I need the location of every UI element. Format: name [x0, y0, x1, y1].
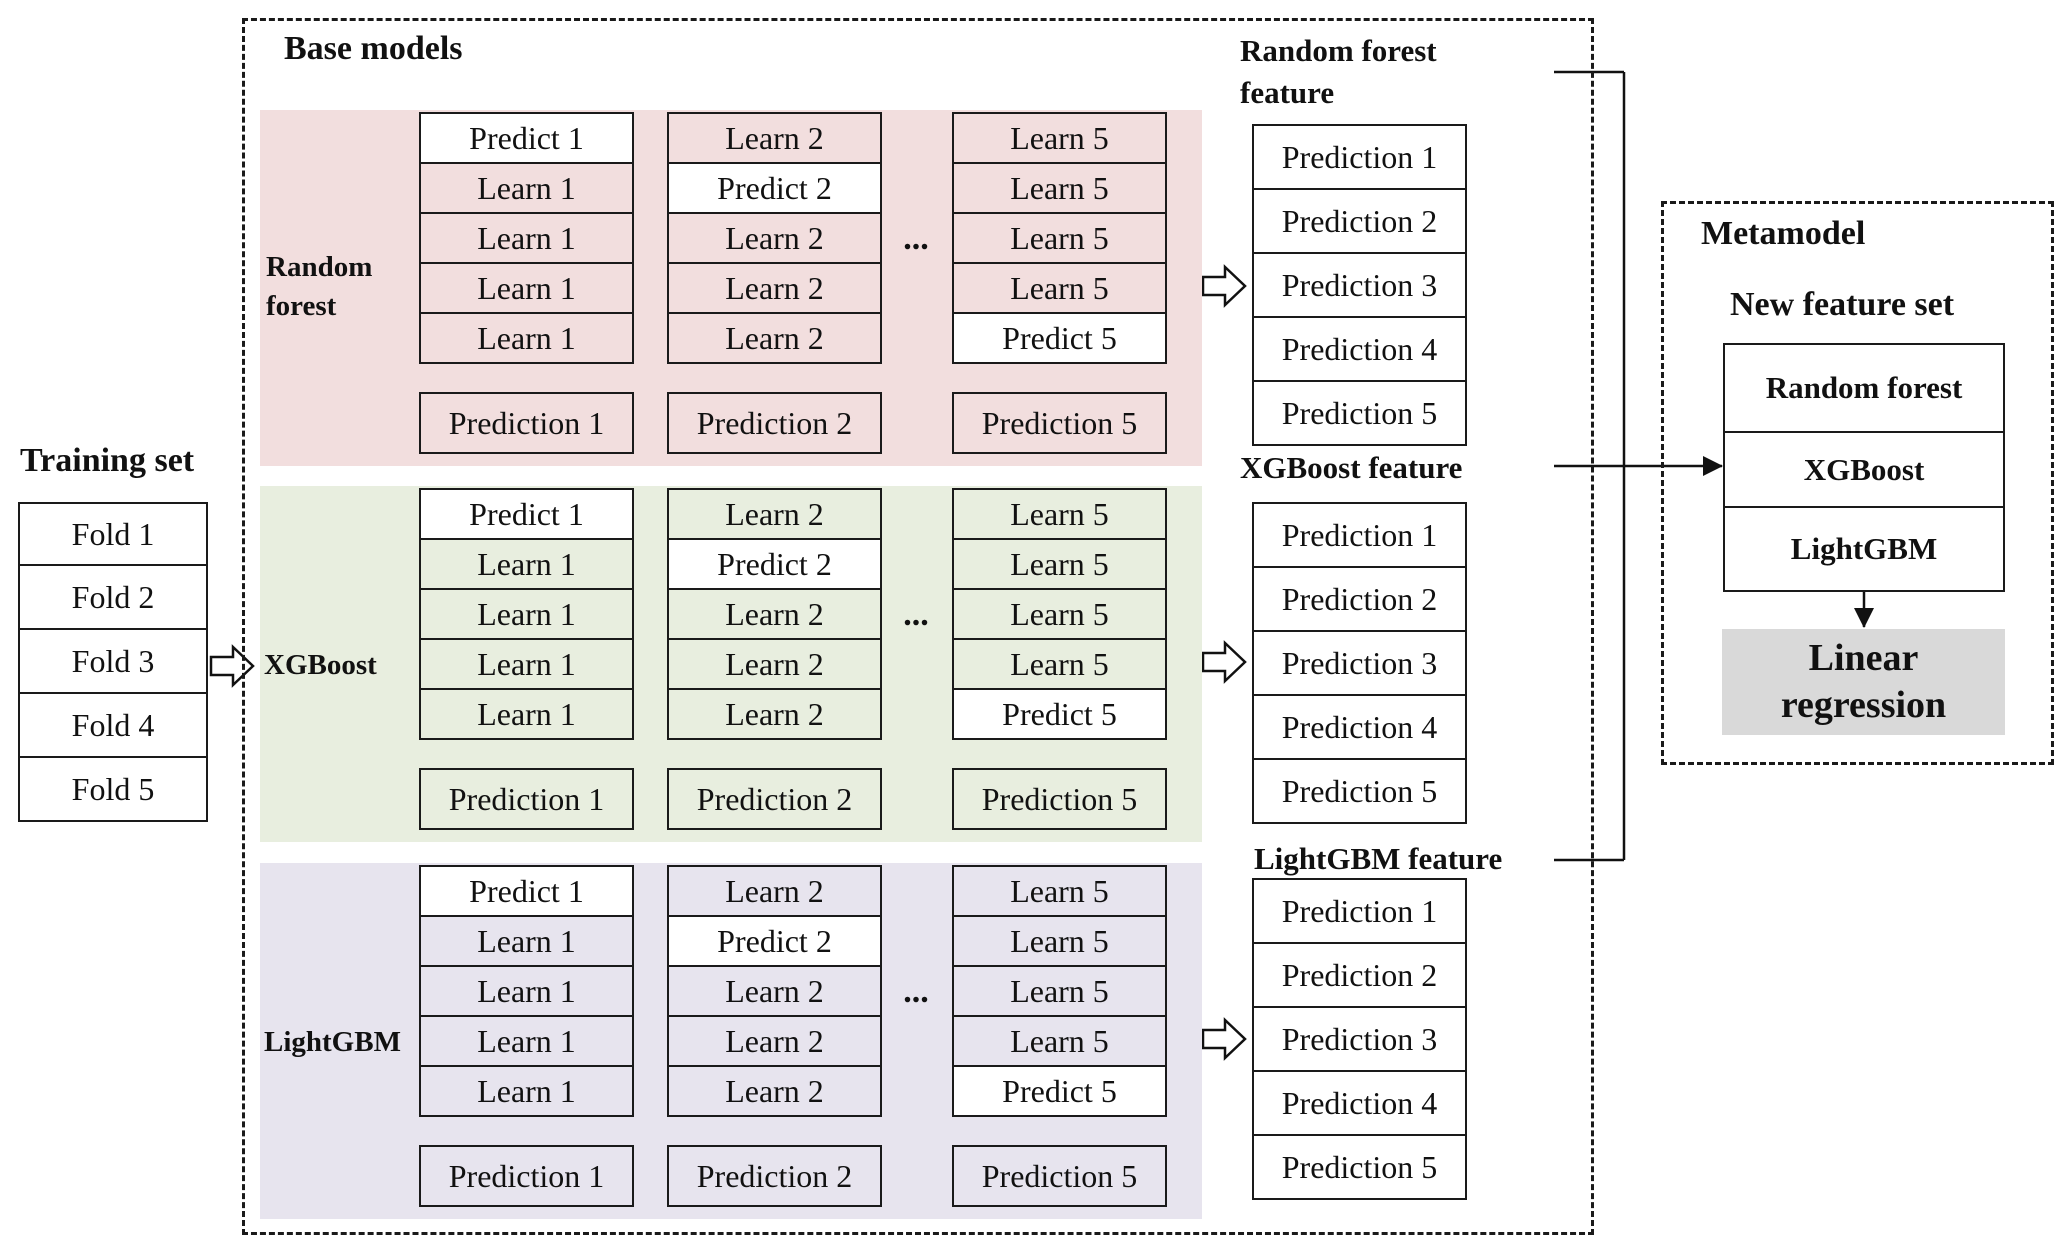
fold-cell: Learn 5 [952, 538, 1167, 590]
fold-box: Fold 1 [18, 502, 208, 566]
fold-cell: Learn 5 [952, 488, 1167, 540]
fold-prediction-box: Prediction 2 [667, 768, 882, 830]
fold-box: Fold 2 [18, 564, 208, 630]
fold-cell: Learn 2 [667, 865, 882, 917]
fold-cell: Predict 1 [419, 488, 634, 540]
fold-box: Fold 5 [18, 756, 208, 822]
fold-cell: Predict 5 [952, 312, 1167, 364]
feature-label: Random forest feature [1240, 33, 1437, 111]
feature-prediction-box: Prediction 5 [1252, 758, 1467, 824]
base-models-container [242, 18, 1594, 1235]
fold-cell: Learn 1 [419, 212, 634, 264]
model-name-label: Random forest [266, 251, 373, 323]
to-feature-arrow [1201, 1017, 1247, 1061]
fold-cell: Learn 1 [419, 262, 634, 314]
fold-cell: Learn 5 [952, 865, 1167, 917]
fold-prediction-box: Prediction 1 [419, 768, 634, 830]
fold-cell: Learn 5 [952, 112, 1167, 164]
fold-cell: Learn 2 [667, 312, 882, 364]
linear-regression-box: Linear regression [1722, 629, 2005, 735]
fold-box: Fold 3 [18, 628, 208, 694]
feature-prediction-box: Prediction 5 [1252, 380, 1467, 446]
fold-cell: Learn 2 [667, 262, 882, 314]
to-feature-arrow [1201, 640, 1247, 684]
new-feature-cell: XGBoost [1723, 431, 2005, 508]
fold-cell: Learn 5 [952, 162, 1167, 214]
metamodel-container [1661, 201, 2054, 765]
fold-cell: Learn 2 [667, 488, 882, 540]
feature-prediction-box: Prediction 4 [1252, 1070, 1467, 1136]
fold-prediction-box: Prediction 2 [667, 1145, 882, 1207]
fold-cell: Learn 2 [667, 1015, 882, 1067]
fold-cell: Learn 1 [419, 915, 634, 967]
training-set-title: Training set [20, 442, 195, 479]
feature-prediction-box: Prediction 1 [1252, 878, 1467, 944]
feature-label: LightGBM feature [1254, 841, 1503, 876]
ellipsis: ... [903, 220, 929, 257]
fold-cell: Learn 5 [952, 1015, 1167, 1067]
feature-prediction-box: Prediction 1 [1252, 124, 1467, 190]
fold-cell: Learn 1 [419, 688, 634, 740]
fold-cell: Predict 2 [667, 915, 882, 967]
fold-cell: Learn 1 [419, 588, 634, 640]
fold-cell: Predict 1 [419, 112, 634, 164]
fold-cell: Learn 2 [667, 212, 882, 264]
to-feature-arrow [1201, 264, 1247, 308]
feature-prediction-box: Prediction 2 [1252, 188, 1467, 254]
fold-cell: Learn 1 [419, 538, 634, 590]
fold-cell: Predict 1 [419, 865, 634, 917]
feature-prediction-box: Prediction 4 [1252, 694, 1467, 760]
feature-label: XGBoost feature [1240, 450, 1463, 485]
new-feature-cell: Random forest [1723, 343, 2005, 433]
fold-cell: Learn 1 [419, 965, 634, 1017]
fold-cell: Learn 2 [667, 112, 882, 164]
fold-prediction-box: Prediction 1 [419, 392, 634, 454]
fold-cell: Learn 1 [419, 162, 634, 214]
ellipsis: ... [903, 973, 929, 1010]
feature-prediction-box: Prediction 5 [1252, 1134, 1467, 1200]
fold-cell: Learn 5 [952, 212, 1167, 264]
fold-cell: Learn 5 [952, 965, 1167, 1017]
base-models-title: Base models [284, 30, 463, 67]
fold-cell: Learn 5 [952, 638, 1167, 690]
fold-prediction-box: Prediction 1 [419, 1145, 634, 1207]
fold-cell: Predict 2 [667, 162, 882, 214]
fold-cell: Learn 2 [667, 965, 882, 1017]
model-name-label: XGBoost [264, 649, 377, 681]
fold-cell: Learn 1 [419, 1065, 634, 1117]
feature-prediction-box: Prediction 3 [1252, 630, 1467, 696]
fold-cell: Predict 5 [952, 1065, 1167, 1117]
fold-prediction-box: Prediction 5 [952, 1145, 1167, 1207]
fold-prediction-box: Prediction 5 [952, 768, 1167, 830]
fold-cell: Learn 1 [419, 638, 634, 690]
fold-box: Fold 4 [18, 692, 208, 758]
new-feature-set-title: New feature set [1730, 286, 1955, 323]
feature-prediction-box: Prediction 4 [1252, 316, 1467, 382]
model-name-label: LightGBM [264, 1026, 401, 1058]
fold-prediction-box: Prediction 5 [952, 392, 1167, 454]
ellipsis: ... [903, 596, 929, 633]
fold-cell: Learn 1 [419, 312, 634, 364]
feature-prediction-box: Prediction 3 [1252, 252, 1467, 318]
feature-prediction-box: Prediction 2 [1252, 942, 1467, 1008]
fold-cell: Learn 2 [667, 688, 882, 740]
metamodel-title: Metamodel [1701, 215, 1866, 252]
fold-cell: Learn 5 [952, 588, 1167, 640]
fold-cell: Learn 5 [952, 915, 1167, 967]
fold-cell: Predict 5 [952, 688, 1167, 740]
feature-prediction-box: Prediction 1 [1252, 502, 1467, 568]
fold-cell: Learn 2 [667, 1065, 882, 1117]
fold-cell: Learn 5 [952, 262, 1167, 314]
fold-cell: Predict 2 [667, 538, 882, 590]
feature-prediction-box: Prediction 2 [1252, 566, 1467, 632]
fold-prediction-box: Prediction 2 [667, 392, 882, 454]
fold-cell: Learn 2 [667, 638, 882, 690]
feature-prediction-box: Prediction 3 [1252, 1006, 1467, 1072]
new-feature-cell: LightGBM [1723, 506, 2005, 592]
fold-cell: Learn 1 [419, 1015, 634, 1067]
fold-cell: Learn 2 [667, 588, 882, 640]
